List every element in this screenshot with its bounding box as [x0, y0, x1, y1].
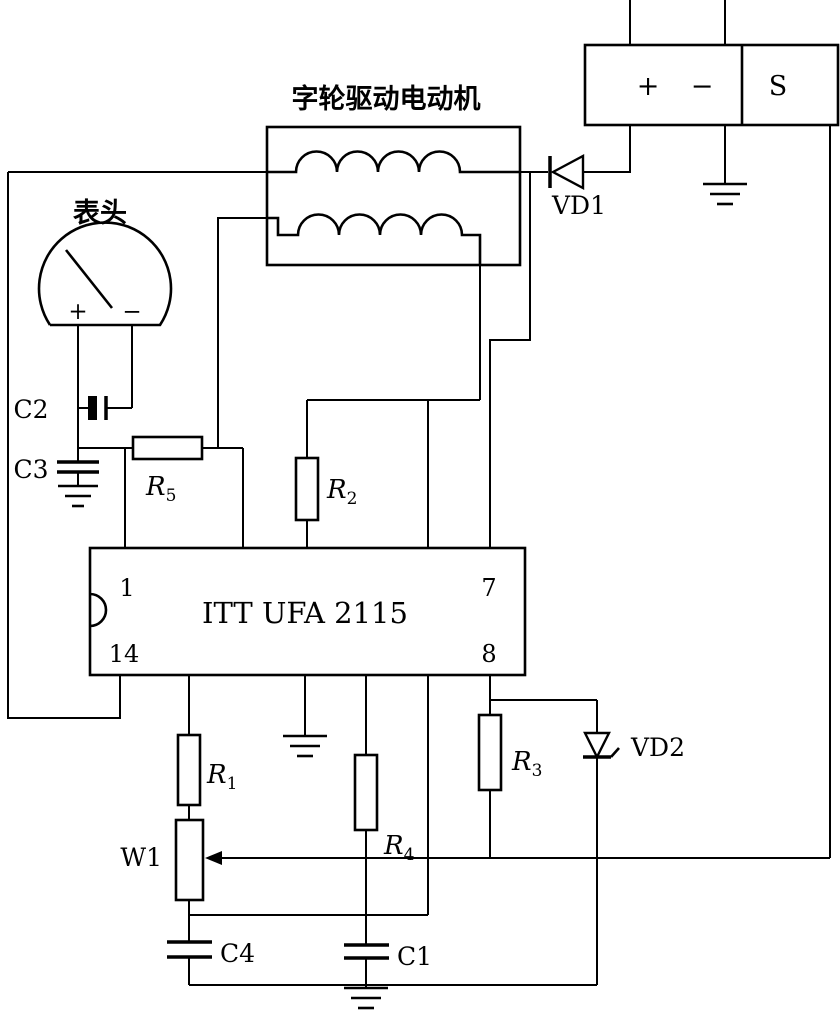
r2-label: R2	[326, 475, 357, 509]
motor-label: 字轮驱动电动机	[292, 83, 481, 115]
c1-label: C1	[397, 942, 432, 971]
wires	[7, 0, 831, 988]
vd1-label: VD1	[551, 191, 606, 220]
c2-label: C2	[13, 395, 48, 424]
r4-label: R4	[383, 831, 414, 865]
battery-box	[583, 43, 840, 127]
vd2-label: VD2	[630, 733, 685, 762]
capacitor-c1-icon	[344, 943, 389, 960]
ic-pin14-label: 14	[109, 640, 140, 668]
diode-vd1-icon	[548, 154, 585, 190]
capacitor-c2-icon	[88, 396, 108, 420]
w1-label: W1	[120, 843, 162, 872]
c4-label: C4	[220, 939, 255, 968]
meter-body	[37, 221, 173, 327]
c3-label: C3	[13, 455, 48, 484]
motor-box	[265, 125, 522, 267]
capacitor-c3-icon	[57, 460, 99, 474]
r5-label: R5	[145, 472, 176, 506]
capacitor-c4-icon	[167, 940, 212, 959]
resistor-r1-body	[176, 733, 202, 807]
ground-battery-icon	[703, 182, 747, 206]
zener-vd2-icon	[583, 731, 620, 760]
ground-c3-icon	[58, 484, 98, 508]
r3-label: R3	[511, 747, 542, 781]
ic-box	[88, 546, 527, 677]
potentiometer-w1-body	[174, 818, 205, 902]
meter-minus-label: −	[122, 299, 141, 325]
ic-pin7-label: 7	[481, 574, 496, 602]
w1-wiper-arrow-icon	[205, 851, 222, 865]
r1-label: R1	[206, 760, 237, 794]
ground-c1-icon	[344, 986, 388, 1010]
motor-winding-lower	[267, 213, 482, 265]
ground-ic-icon	[283, 734, 327, 758]
motor-winding-upper	[267, 150, 520, 174]
battery-minus-label: −	[691, 71, 714, 102]
resistor-r5-body	[131, 435, 204, 461]
ic-notch-icon	[89, 592, 108, 628]
ic-name-label: ITT UFA 2115	[202, 596, 408, 630]
resistor-r3-body	[477, 713, 503, 792]
ic-pin8-label: 8	[481, 640, 496, 668]
battery-plus-label: +	[637, 71, 660, 102]
meter-plus-label: +	[68, 299, 87, 325]
battery-s-label: S	[769, 71, 788, 102]
meter-needle-icon	[64, 249, 114, 309]
resistor-r2-body	[294, 456, 320, 522]
meter-label: 表头	[73, 198, 127, 229]
ic-pin1-label: 1	[119, 574, 134, 602]
resistor-r4-body	[353, 753, 379, 832]
